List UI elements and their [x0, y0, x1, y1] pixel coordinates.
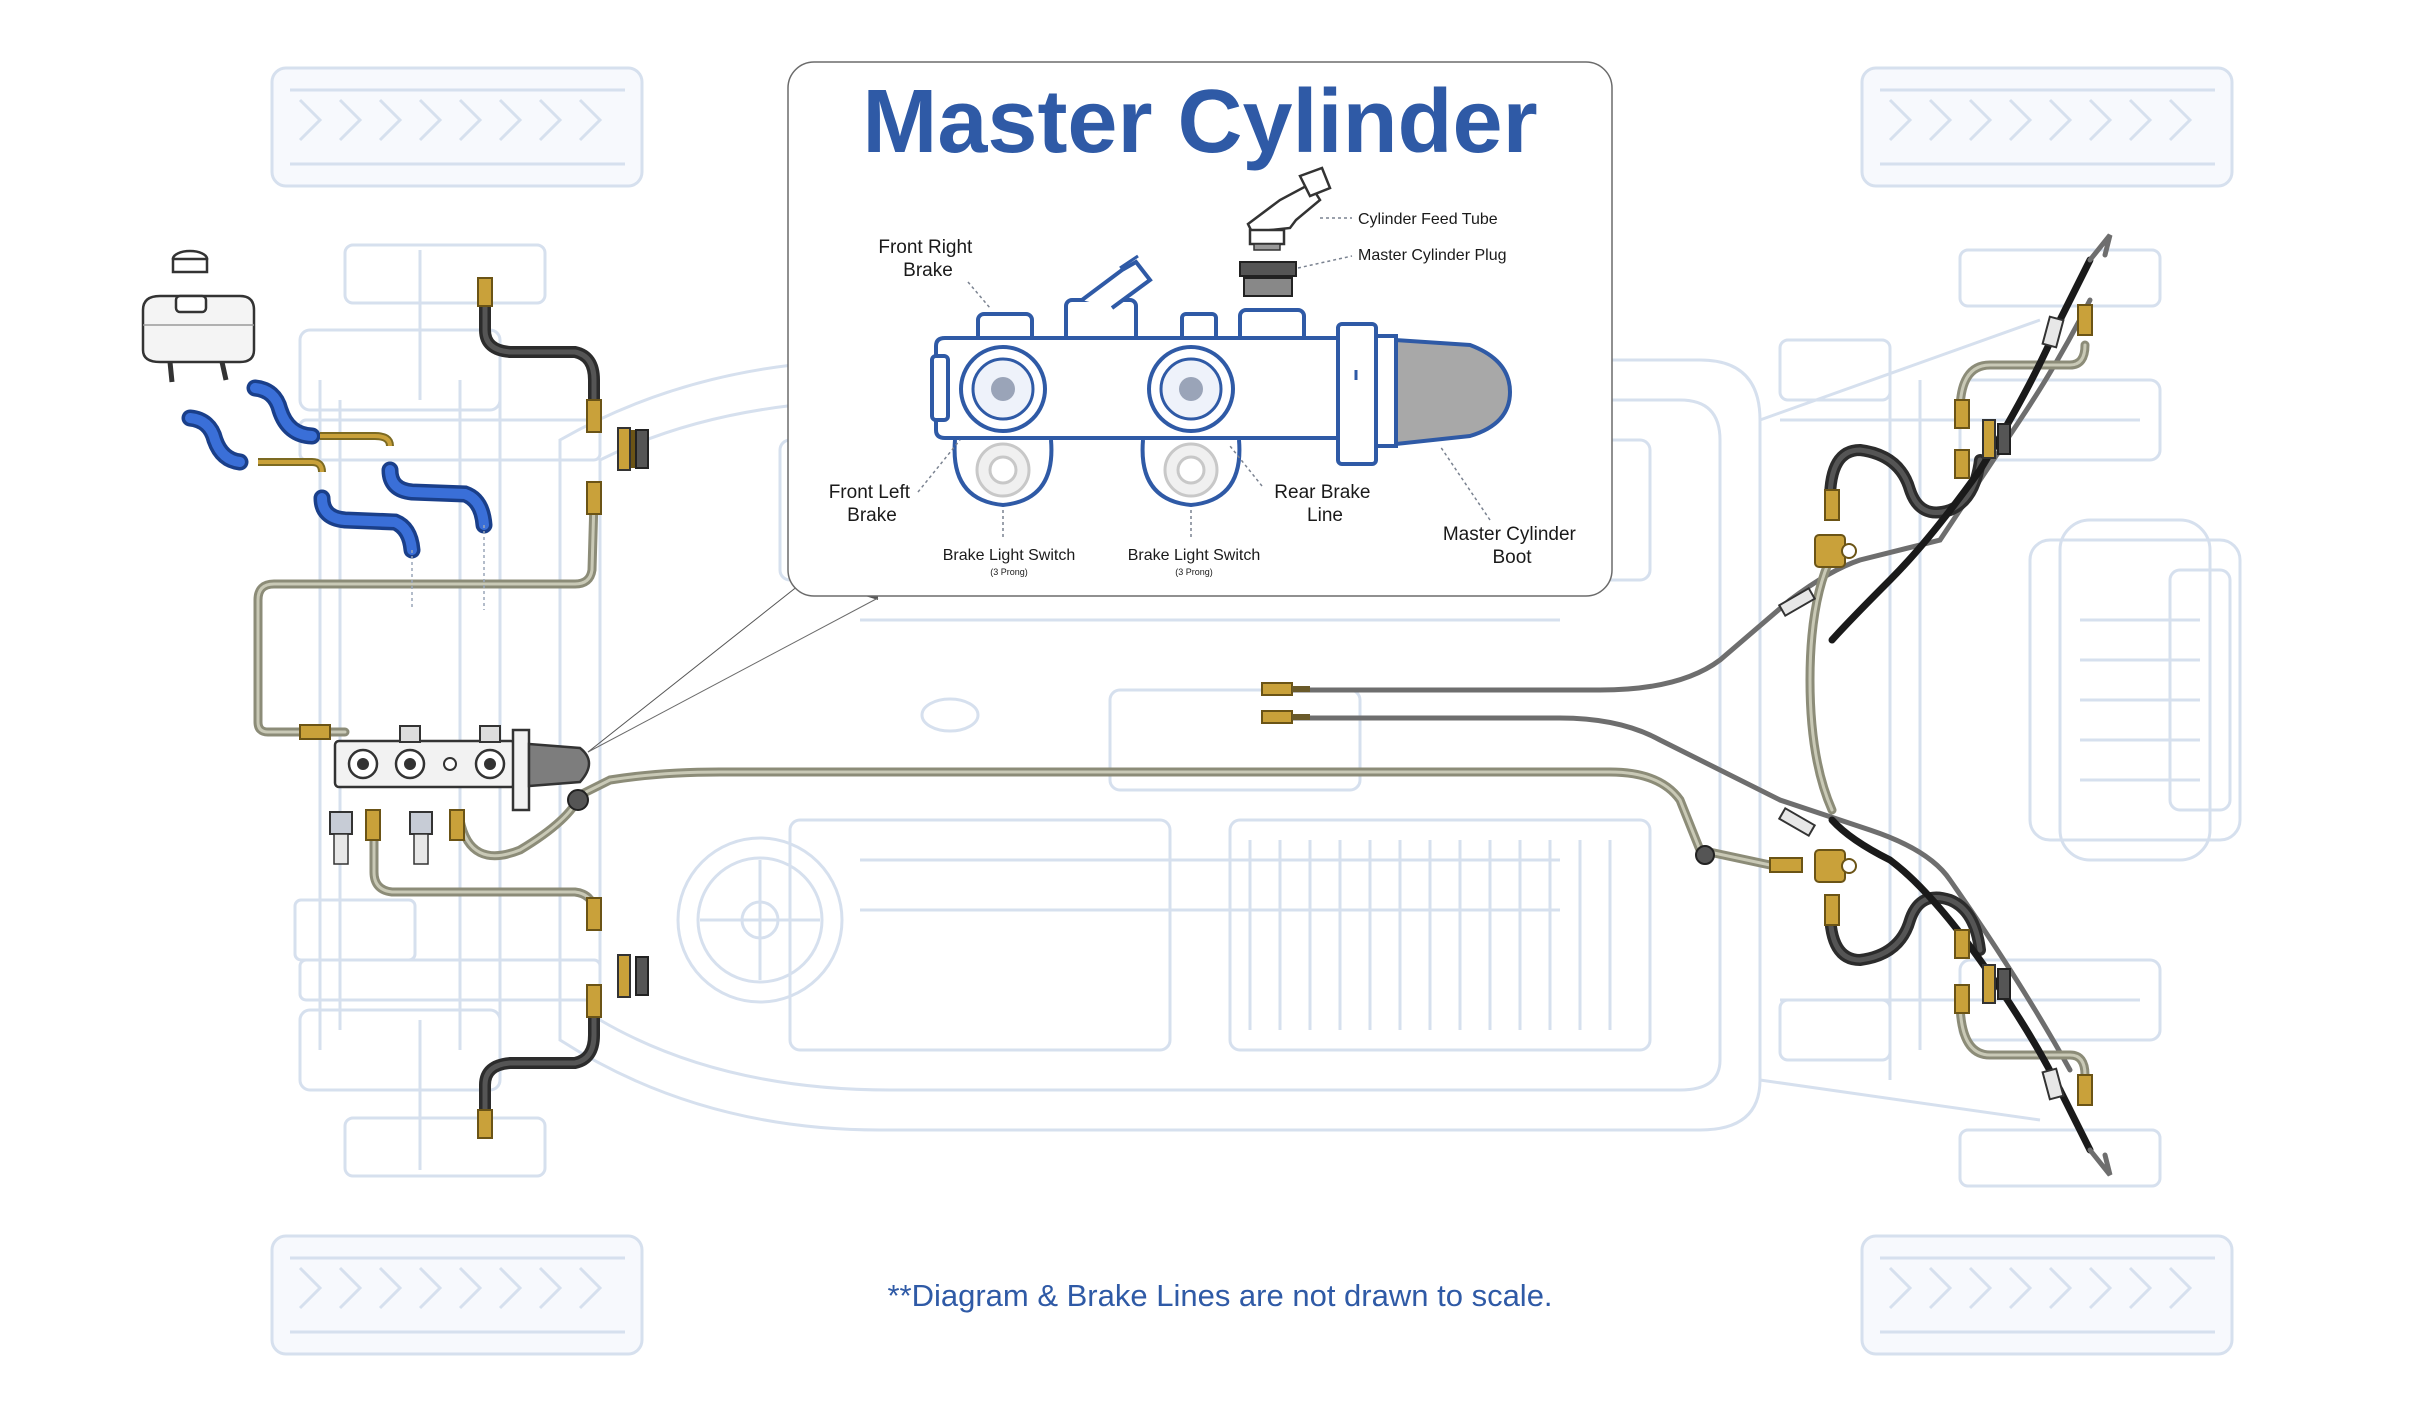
label-brake-light-switch-2-sub: (3 Prong) [1175, 567, 1213, 577]
tire-top-right [1860, 66, 2234, 188]
diagram-title: Master Cylinder [862, 72, 1537, 172]
chassis-outline [270, 66, 2242, 1356]
cable-end-fittings-center [1261, 682, 1310, 724]
flex-brake-hoses [479, 294, 1986, 1121]
brake-calipers [617, 315, 2065, 1101]
label-front-right-brake: Front Right Brake [878, 237, 977, 281]
tire-bottom-right [1860, 1234, 2234, 1356]
label-rear-brake-line: Rear Brake Line [1274, 482, 1375, 526]
rear-transaxle-outline [1759, 248, 2242, 1188]
scale-footnote: **Diagram & Brake Lines are not drawn to… [887, 1278, 1552, 1313]
label-rear-brake-line-line1: Rear Brake [1274, 482, 1370, 503]
master-cylinder-plug-part [1239, 261, 1297, 297]
brake-fluid-reservoir [141, 249, 256, 383]
label-master-cylinder-boot-line1: Master Cylinder [1443, 524, 1577, 545]
label-front-right-brake-line2: Brake [903, 260, 953, 281]
master-cylinder-detail [930, 166, 1513, 508]
master-cylinder-callout: Master Cylinder [587, 61, 1613, 753]
tire-top-left [270, 66, 644, 188]
label-rear-brake-line-line2: Line [1307, 505, 1343, 526]
label-brake-light-switch-2: Brake Light Switch [1128, 547, 1261, 564]
brass-fittings [299, 277, 2093, 1139]
label-master-cylinder-boot-line2: Boot [1492, 547, 1532, 568]
callout-leader-lines [917, 217, 1491, 540]
tire-bottom-left [270, 1234, 644, 1356]
label-brake-light-switch-1: Brake Light Switch [943, 547, 1076, 564]
label-front-left-brake: Front Left Brake [829, 482, 916, 526]
label-front-right-brake-line1: Front Right [878, 237, 973, 258]
label-front-left-brake-line2: Brake [847, 505, 897, 526]
label-brake-light-switch-1-sub: (3 Prong) [990, 567, 1028, 577]
handbrake-cables [1261, 297, 2093, 1073]
rear-brake-cables [1828, 233, 2113, 1177]
reservoir-hoses [181, 379, 493, 610]
label-master-cylinder-boot: Master Cylinder Boot [1443, 524, 1581, 568]
master-cylinder-installed [329, 577, 809, 865]
label-cylinder-feed-tube: Cylinder Feed Tube [1358, 211, 1498, 228]
cylinder-feed-tube-part [1246, 166, 1332, 251]
label-front-left-brake-line1: Front Left [829, 482, 911, 503]
label-master-cylinder-plug: Master Cylinder Plug [1358, 247, 1507, 264]
front-suspension-outline [293, 243, 602, 1178]
